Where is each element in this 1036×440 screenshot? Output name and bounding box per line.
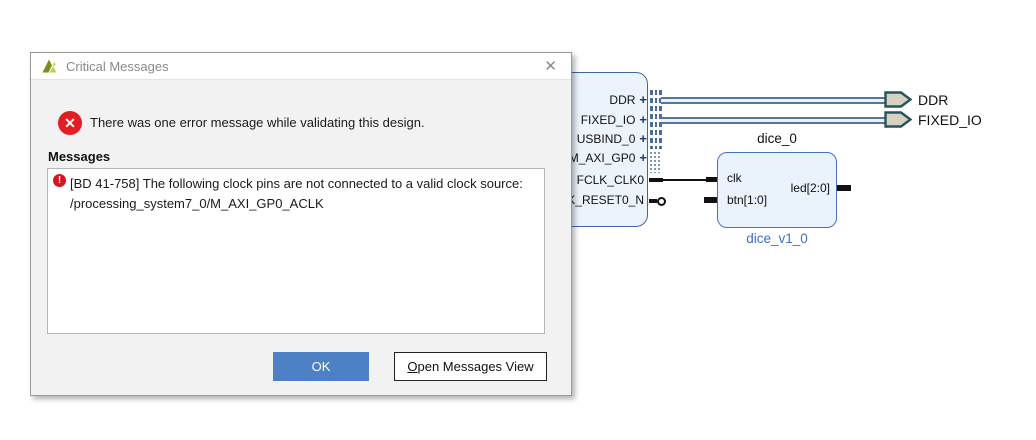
open-messages-view-mnemonic: O (407, 359, 418, 374)
dice-pin-clk[interactable]: clk (727, 171, 742, 185)
critical-messages-dialog: Critical Messages ✕ ✕ There was one erro… (30, 52, 572, 396)
dice-block[interactable] (717, 152, 837, 228)
dice-type-label[interactable]: dice_v1_0 (746, 231, 808, 246)
bus-hatch-mark (654, 90, 657, 149)
message-text-line1: [BD 41-758] The following clock pins are… (70, 176, 523, 191)
ps-pin-fixed-io[interactable]: FIXED_IO + (581, 112, 647, 127)
expand-plus-icon[interactable]: + (639, 112, 647, 127)
message-error-icon: ! (53, 174, 66, 187)
fclk-clk0-pin-stub[interactable] (649, 178, 663, 182)
ps-pin-ddr[interactable]: DDR + (609, 92, 647, 107)
error-circle-icon: ✕ (58, 111, 82, 135)
fixed-io-port-icon[interactable] (884, 111, 912, 128)
error-summary-text: There was one error message while valida… (90, 115, 425, 130)
dialog-title: Critical Messages (66, 58, 169, 74)
pin-label: USBIND_0 (576, 131, 636, 146)
pin-label: DDR (609, 92, 636, 107)
pin-label: FCLK_CLK0 (576, 173, 644, 187)
bus-hatch-mark (650, 90, 653, 149)
dice-btn-pin-stub[interactable] (704, 197, 717, 203)
dice-pin-btn[interactable]: btn[1:0] (727, 193, 768, 207)
ok-button[interactable]: OK (273, 352, 369, 381)
ps-pin-usbind-0[interactable]: USBIND_0 + (577, 131, 647, 146)
dice-pin-led[interactable]: led[2:0] (790, 181, 830, 195)
ddr-port-icon[interactable] (884, 91, 912, 108)
dialog-titlebar[interactable]: Critical Messages ✕ (31, 53, 571, 80)
fclk-reset0-n-circle-icon[interactable] (657, 196, 666, 206)
fclk-reset0-n-pin-stub[interactable] (649, 199, 657, 203)
vivado-logo-icon (42, 59, 57, 73)
expand-plus-icon[interactable]: + (639, 150, 647, 165)
clk-wire[interactable] (663, 179, 707, 181)
open-messages-view-label-rest: pen Messages View (417, 359, 534, 374)
ps-pin-fclk-clk0[interactable]: FCLK_CLK0 (577, 173, 644, 187)
messages-section-label: Messages (48, 149, 111, 164)
pin-label: M_AXI_GP0 (568, 150, 636, 165)
bus-dotted-mark (649, 151, 662, 173)
dice-instance-label[interactable]: dice_0 (757, 131, 797, 146)
messages-list[interactable]: ! [BD 41-758] The following clock pins a… (47, 168, 545, 334)
pin-label: FIXED_IO (580, 112, 636, 127)
dice-led-pin-stub[interactable] (837, 185, 851, 191)
fixed-io-port-label[interactable]: FIXED_IO (918, 112, 982, 128)
ddr-port-label[interactable]: DDR (918, 92, 949, 108)
bus-hatch-mark (659, 90, 662, 149)
ddr-bus-wire[interactable] (661, 96, 885, 104)
expand-plus-icon[interactable]: + (639, 92, 647, 107)
message-text-line2: /processing_system7_0/M_AXI_GP0_ACLK (70, 196, 324, 211)
expand-plus-icon[interactable]: + (639, 131, 647, 146)
ps-pin-m-axi-gp0[interactable]: M_AXI_GP0 + (569, 150, 647, 165)
close-icon[interactable]: ✕ (544, 57, 557, 75)
fixed-io-bus-wire[interactable] (661, 116, 885, 124)
dice-clk-pin-stub[interactable] (706, 176, 718, 182)
message-row[interactable]: ! [BD 41-758] The following clock pins a… (48, 169, 544, 214)
